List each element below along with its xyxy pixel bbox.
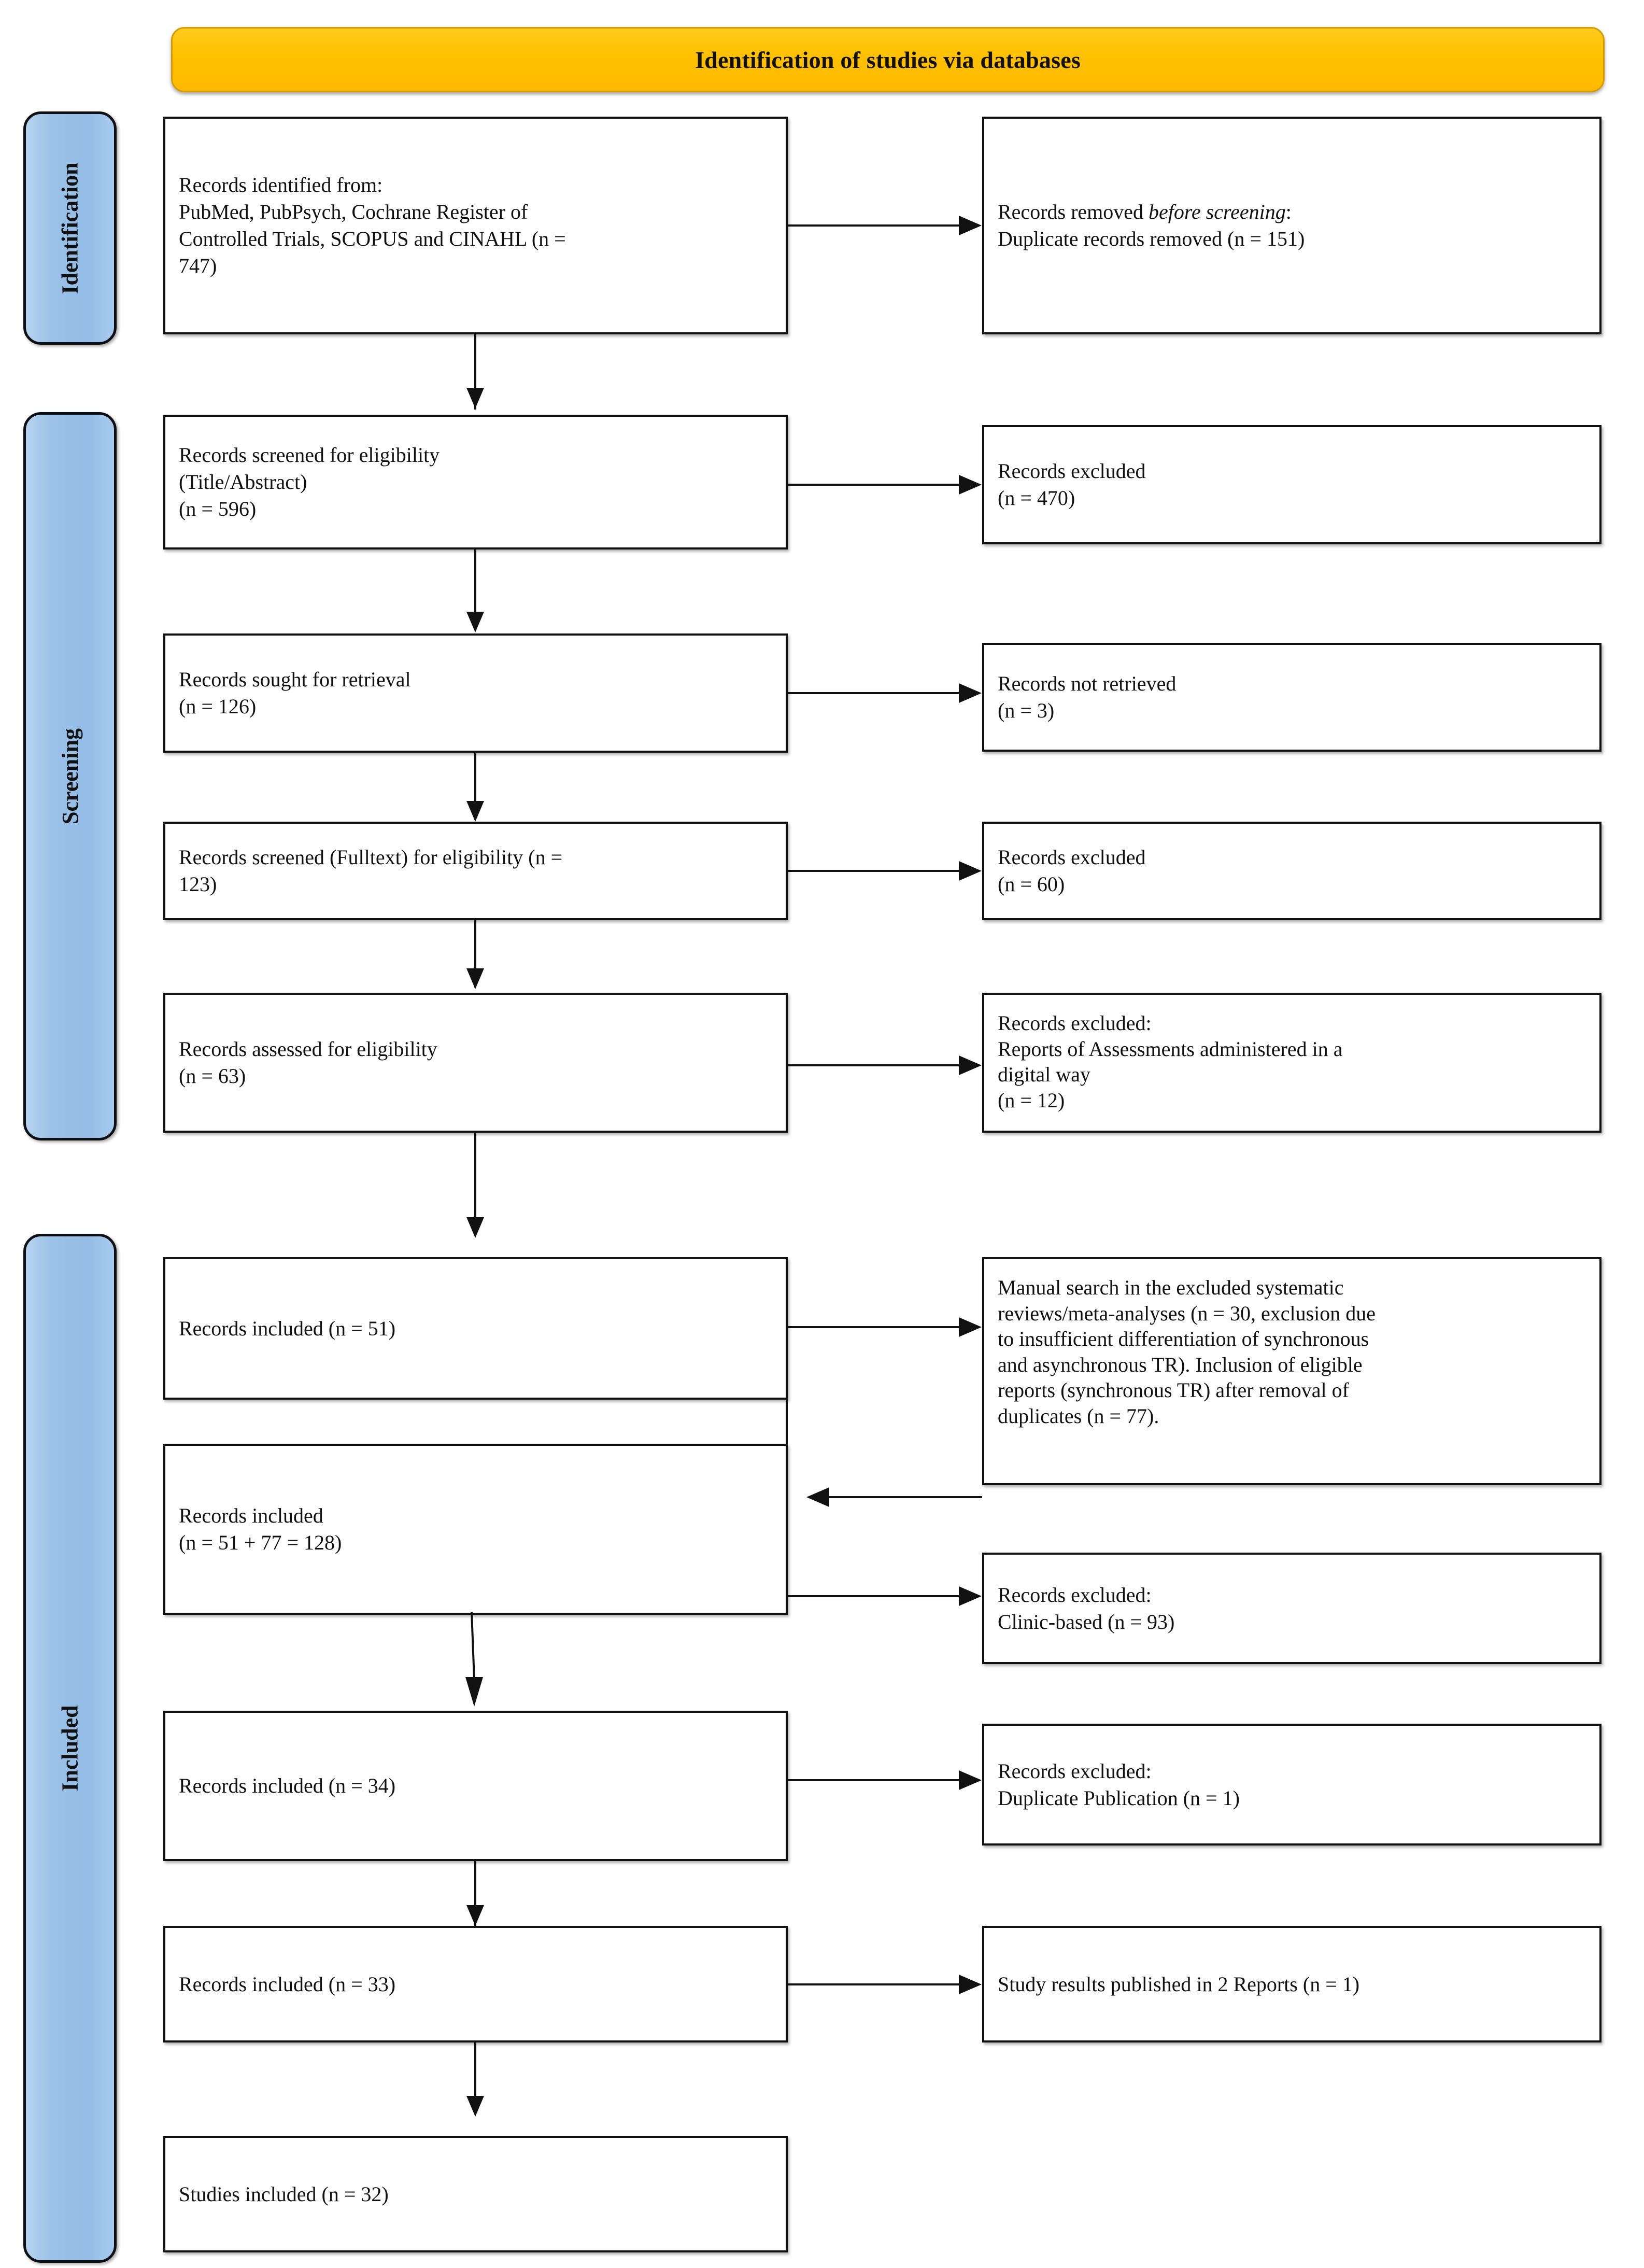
arrowhead-identified-to-removed [959,216,982,235]
box-manual-search-text: Manual search in the excluded systematic… [998,1276,1376,1428]
banner-title: Identification of studies via databases [695,46,1081,73]
box-records-included-128-text: Records included (n = 51 + 77 = 128) [179,1504,342,1554]
box-records-included-34: Records included (n = 34) [163,1711,788,1861]
arrowhead-assessed-to-included51 [466,1217,484,1238]
arrowhead-sought-to-not-retrieved [959,683,982,703]
connector-h-included128-to-excluded-clinic [788,1595,959,1597]
connector-v-screened-to-sought [474,550,476,625]
box-records-identified: Records identified from: PubMed, PubPsyc… [163,117,788,334]
connector-v-fulltext-to-assessed [474,920,476,988]
box-records-assessed-for-eligibility: Records assessed for eligibility (n = 63… [163,993,788,1133]
box-records-assessed-text: Records assessed for eligibility (n = 63… [179,1037,437,1088]
box-records-excluded-digital-text: Records excluded: Reports of Assessments… [998,1011,1343,1112]
box-manual-search: Manual search in the excluded systematic… [982,1257,1602,1485]
box-study-results-2-reports: Study results published in 2 Reports (n … [982,1926,1602,2042]
arrowhead-included34-to-excluded-duplicate [959,1770,982,1790]
phase-tab-screening: Screening [23,412,117,1140]
box-records-included-128: Records included (n = 51 + 77 = 128) [163,1444,788,1615]
box-records-identified-text: Records identified from: PubMed, PubPsyc… [179,173,566,277]
box-records-included-34-text: Records included (n = 34) [179,1774,396,1797]
box-records-excluded-60-text: Records excluded (n = 60) [998,846,1146,896]
records-removed-suffix: : Duplicate records removed (n = 151) [998,200,1305,250]
box-records-screened-title-abstract: Records screened for eligibility (Title/… [163,415,788,550]
box-records-included-33-text: Records included (n = 33) [179,1972,396,1996]
arrowhead-screened-to-sought [466,612,484,632]
connector-h-included34-to-excluded-duplicate [788,1779,959,1781]
box-records-not-retrieved: Records not retrieved (n = 3) [982,643,1602,752]
box-studies-included-32-text: Studies included (n = 32) [179,2182,389,2206]
connector-v-included34-to-included33 [474,1861,476,1934]
arrowhead-screened-to-excluded470 [959,475,982,495]
connector-h-sought-to-not-retrieved [788,692,959,694]
arrowhead-included34-to-included33 [466,1905,484,1926]
box-records-included-51-text: Records included (n = 51) [179,1316,396,1340]
arrowhead-assessed-to-excluded-digital [959,1055,982,1075]
box-records-excluded-duplicate-publication: Records excluded: Duplicate Publication … [982,1724,1602,1846]
arrowhead-included33-to-studies32 [466,2096,484,2117]
box-records-not-retrieved-text: Records not retrieved (n = 3) [998,672,1177,722]
records-removed-italic: before screening [1149,200,1286,223]
box-studies-included-32: Studies included (n = 32) [163,2136,788,2252]
box-records-screened-fulltext-text: Records screened (Fulltext) for eligibil… [179,846,563,896]
box-records-excluded-60: Records excluded (n = 60) [982,822,1602,920]
arrowhead-included128-to-excluded-clinic [959,1586,982,1606]
connector-v-included51-to-included128 [786,1326,788,1497]
box-records-removed-before-screening: Records removed before screening: Duplic… [982,117,1602,334]
banner-identification-via-databases: Identification of studies via databases [171,27,1605,92]
connector-v-included33-to-studies32 [474,2042,476,2110]
phase-tab-included: Included [23,1234,117,2263]
connector-h-manual-search-to-included128 [829,1496,982,1498]
box-records-excluded-470-text: Records excluded (n = 470) [998,459,1146,510]
box-records-excluded-duplicate-pub-text: Records excluded: Duplicate Publication … [998,1759,1240,1810]
phase-label-identification: Identification [57,162,83,294]
box-records-included-33: Records included (n = 33) [163,1926,788,2042]
arrowhead-sought-to-fulltext [466,801,484,822]
connector-h-fulltext-to-excluded60 [788,870,959,872]
connector-h-included51-to-manual-search [788,1326,959,1328]
connector-h-included33-to-study-results [788,1983,959,1985]
box-records-sought-for-retrieval: Records sought for retrieval (n = 126) [163,633,788,753]
records-removed-prefix: Records removed [998,200,1149,223]
phase-label-included: Included [57,1705,83,1792]
box-records-sought-text: Records sought for retrieval (n = 126) [179,668,411,718]
box-records-excluded-clinic-text: Records excluded: Clinic-based (n = 93) [998,1583,1175,1633]
arrowhead-fulltext-to-assessed [466,968,484,989]
connector-h-screened-to-excluded470 [788,484,959,486]
arrowhead-manual-search-to-included128 [806,1487,829,1507]
arrowhead-identified-to-screened [466,388,484,408]
connector-v-sought-to-fulltext [474,753,476,815]
box-records-removed-text: Records removed before screening: Duplic… [984,199,1318,252]
connector-v-identified-to-screened [474,334,476,410]
connector-h-identified-to-removed [788,224,959,227]
connector-v-included128-to-included34 [465,1612,483,1707]
box-study-results-2-reports-text: Study results published in 2 Reports (n … [998,1972,1360,1996]
arrowhead-included33-to-study-results [959,1975,982,1994]
arrowhead-fulltext-to-excluded60 [959,861,982,881]
box-records-excluded-clinic-based: Records excluded: Clinic-based (n = 93) [982,1553,1602,1664]
phase-tab-identification: Identification [23,111,117,345]
box-records-screened-fulltext: Records screened (Fulltext) for eligibil… [163,822,788,920]
arrowhead-included51-to-manual-search [959,1317,982,1337]
box-records-excluded-digital: Records excluded: Reports of Assessments… [982,993,1602,1133]
connector-h-assessed-to-excluded-digital [788,1064,959,1066]
phase-label-screening: Screening [57,728,83,824]
box-records-excluded-470: Records excluded (n = 470) [982,425,1602,544]
box-records-included-51: Records included (n = 51) [163,1257,788,1400]
box-records-screened-title-text: Records screened for eligibility (Title/… [179,443,440,520]
connector-v-assessed-to-included51 [474,1133,476,1223]
